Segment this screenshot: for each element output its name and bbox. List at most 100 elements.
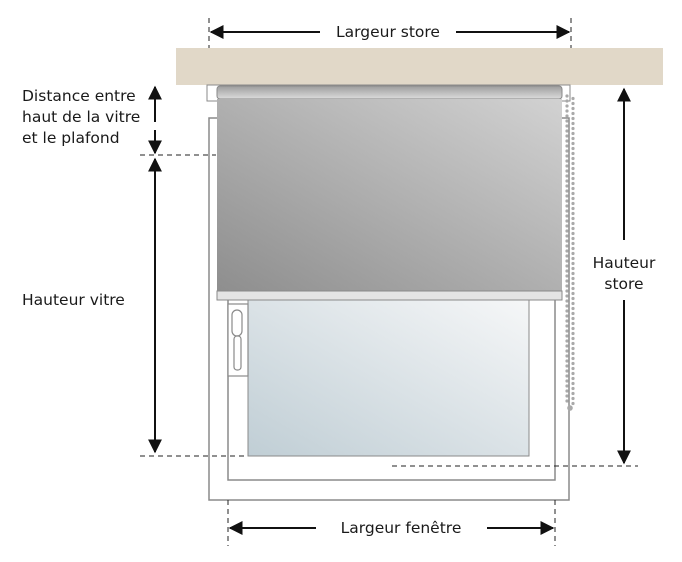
chain-bead	[571, 401, 575, 406]
chain-end-bead	[567, 405, 573, 411]
chain-bead	[565, 254, 569, 258]
chain-bead	[571, 246, 575, 251]
chain-bead	[571, 286, 575, 291]
chain-bead	[565, 164, 569, 168]
chain-bead	[565, 209, 569, 213]
chain-bead	[571, 381, 575, 386]
chain-bead	[571, 256, 575, 261]
chain-bead	[565, 299, 569, 303]
chain-bead	[571, 206, 575, 211]
chain-bead	[565, 174, 569, 178]
chain-bead	[571, 266, 575, 271]
chain-bead	[571, 241, 575, 246]
chain-bead	[565, 224, 569, 228]
chain-bead	[565, 199, 569, 203]
ceiling-band	[176, 48, 663, 85]
chain-bead	[571, 216, 575, 221]
label-distance-line1: Distance entre	[22, 87, 136, 105]
label-hauteur-store-line1: Hauteur	[593, 254, 656, 272]
chain-bead	[565, 129, 569, 133]
chain-bead	[571, 121, 575, 126]
chain-bead	[565, 314, 569, 318]
chain-bead	[565, 384, 569, 388]
chain-bead	[565, 179, 569, 183]
chain-bead	[571, 221, 575, 226]
blind-fabric	[217, 99, 562, 291]
chain-bead	[571, 201, 575, 206]
chain-bead	[565, 234, 569, 238]
label-largeur-fenetre: Largeur fenêtre	[341, 519, 462, 537]
blind-chain	[565, 94, 575, 411]
chain-bead	[571, 186, 575, 191]
chain-bead	[565, 119, 569, 123]
chain-bead	[565, 374, 569, 378]
label-distance-line2: haut de la vitre	[22, 108, 140, 126]
chain-bead	[571, 226, 575, 231]
chain-bead	[571, 161, 575, 166]
chain-bead	[571, 296, 575, 301]
chain-bead	[565, 204, 569, 208]
chain-bead	[571, 306, 575, 311]
chain-bead	[565, 334, 569, 338]
chain-bead	[565, 329, 569, 333]
chain-bead	[571, 126, 575, 131]
chain-bead	[565, 94, 569, 98]
chain-bead	[565, 169, 569, 173]
chain-bead	[571, 151, 575, 156]
chain-bead	[571, 196, 575, 201]
chain-bead	[571, 231, 575, 236]
chain-bead	[565, 239, 569, 243]
chain-bead	[571, 136, 575, 141]
chain-bead	[571, 336, 575, 341]
chain-bead	[571, 311, 575, 316]
label-largeur-store: Largeur store	[336, 23, 440, 41]
chain-bead	[565, 264, 569, 268]
chain-bead	[565, 99, 569, 103]
chain-bead	[565, 124, 569, 128]
chain-bead	[565, 389, 569, 393]
chain-bead	[571, 131, 575, 136]
chain-bead	[571, 376, 575, 381]
chain-bead	[571, 141, 575, 146]
chain-bead	[571, 391, 575, 396]
chain-bead	[571, 106, 575, 111]
label-hauteur-store-line2: store	[604, 275, 643, 293]
chain-bead	[565, 184, 569, 188]
chain-bead	[565, 259, 569, 263]
chain-bead	[571, 291, 575, 296]
chain-bead	[571, 301, 575, 306]
chain-bead	[565, 149, 569, 153]
chain-bead	[565, 134, 569, 138]
chain-bead	[565, 399, 569, 403]
chain-bead	[565, 379, 569, 383]
chain-bead	[571, 261, 575, 266]
chain-bead	[571, 371, 575, 376]
blind-headrail	[216, 85, 563, 100]
chain-bead	[571, 116, 575, 121]
chain-bead	[571, 321, 575, 326]
chain-bead	[565, 229, 569, 233]
chain-bead	[571, 341, 575, 346]
chain-bead	[565, 289, 569, 293]
label-hauteur-vitre: Hauteur vitre	[22, 291, 125, 309]
chain-bead	[565, 309, 569, 313]
chain-bead	[565, 144, 569, 148]
chain-bead	[571, 326, 575, 331]
chain-bead	[565, 284, 569, 288]
chain-bead	[571, 166, 575, 171]
chain-bead	[565, 364, 569, 368]
chain-bead	[565, 109, 569, 113]
chain-bead	[565, 214, 569, 218]
label-distance-line3: et le plafond	[22, 129, 120, 147]
chain-bead	[571, 251, 575, 256]
window-handle	[227, 303, 249, 377]
chain-bead	[565, 159, 569, 163]
chain-bead	[565, 354, 569, 358]
chain-bead	[571, 366, 575, 371]
chain-bead	[565, 194, 569, 198]
chain-bead	[565, 304, 569, 308]
chain-bead	[571, 146, 575, 151]
chain-bead	[565, 344, 569, 348]
chain-bead	[565, 154, 569, 158]
chain-bead	[565, 104, 569, 108]
